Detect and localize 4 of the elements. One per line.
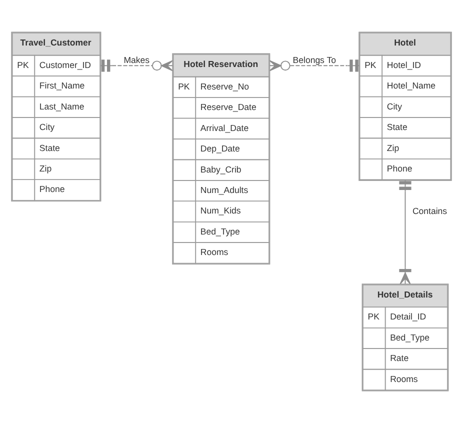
edge-label: Belongs To [292, 54, 336, 65]
edge-label: Contains [412, 206, 448, 216]
edge-label: Makes [124, 54, 150, 65]
connector [269, 59, 360, 72]
